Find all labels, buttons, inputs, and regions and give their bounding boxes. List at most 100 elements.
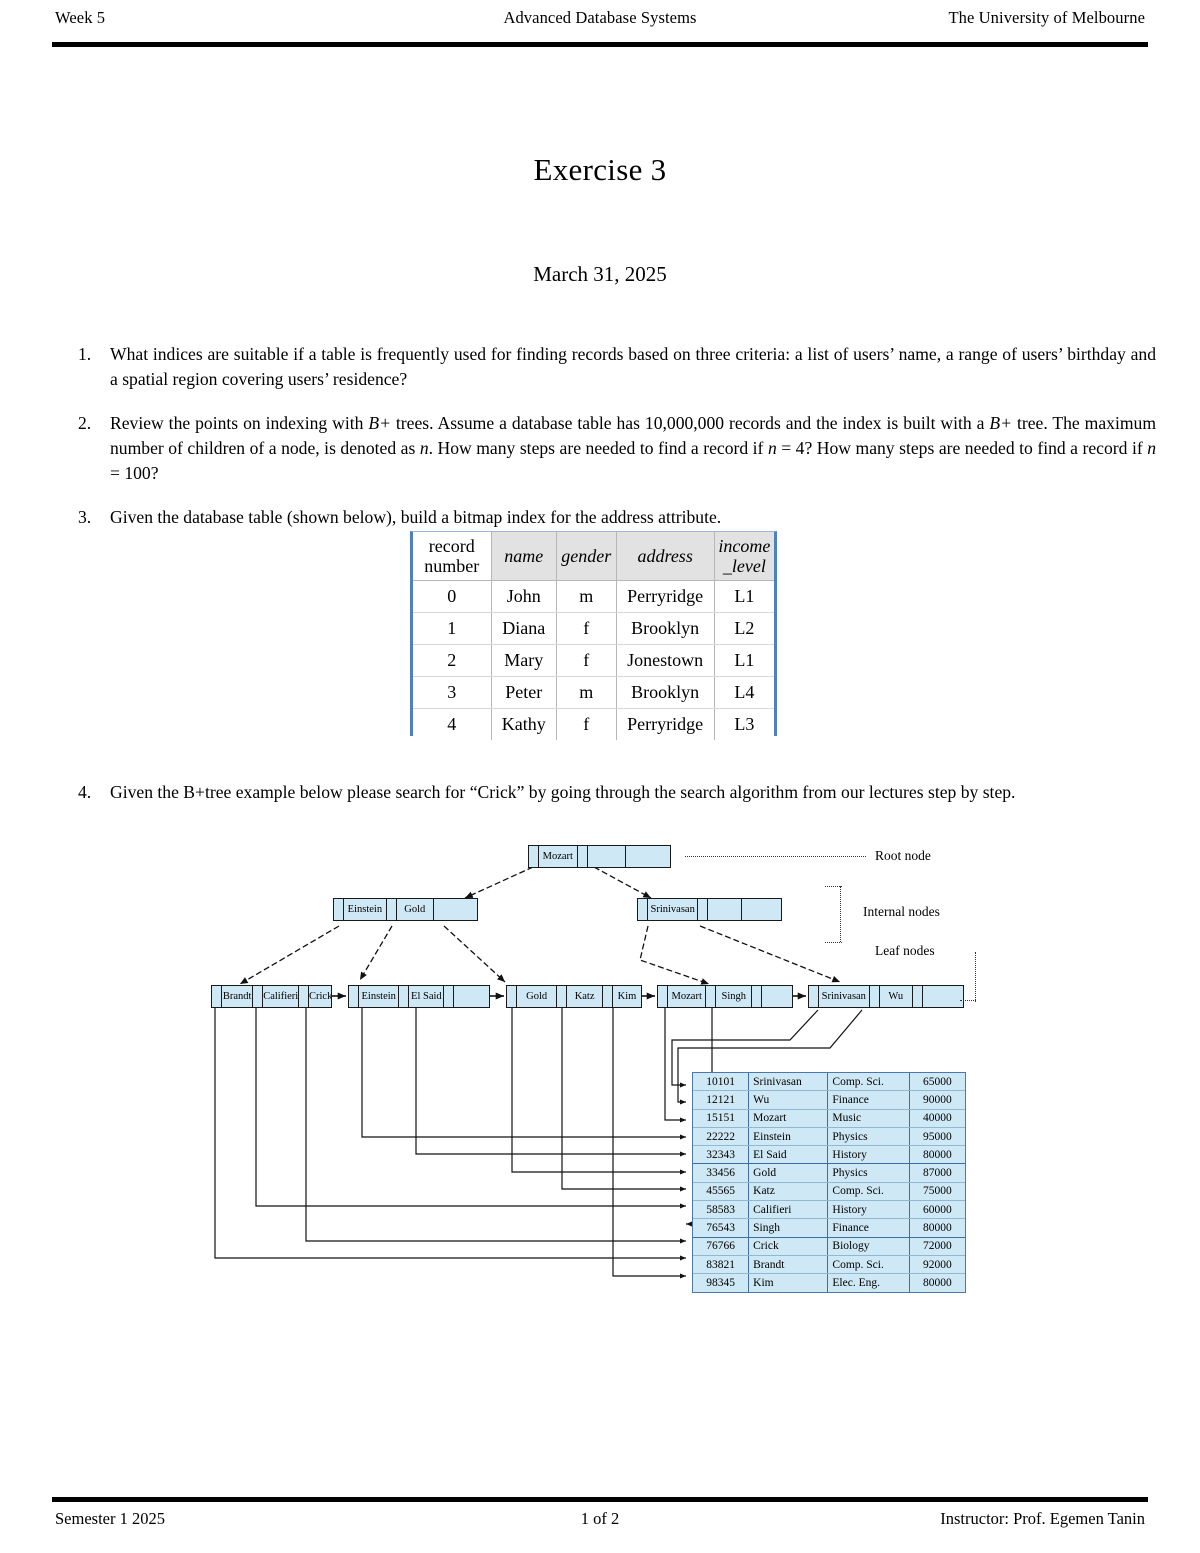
btree-leaf-node-4: Mozart Singh [657, 985, 793, 1008]
footer-rule [52, 1497, 1148, 1502]
record-name: Mozart [748, 1109, 829, 1128]
root-key-0: Mozart [539, 846, 578, 867]
table-header-row: record number name gender address income… [413, 532, 774, 581]
header-line: _level [722, 556, 766, 576]
btree-leaf-node-1: Brandt Califieri Crick [211, 985, 332, 1008]
node-pointer-cell [638, 899, 648, 920]
record-id: 45565 [693, 1182, 750, 1202]
page-header: Week 5 Advanced Database Systems The Uni… [55, 8, 1145, 38]
cell-address: Jonestown [616, 644, 715, 677]
node-pointer-cell [399, 986, 410, 1007]
record-dept: Physics [827, 1127, 910, 1147]
record-name: Wu [748, 1090, 829, 1110]
record-salary: 65000 [909, 1073, 965, 1092]
node-pointer-cell [706, 986, 717, 1007]
column-header-record-number: record number [413, 532, 492, 581]
record-id: 10101 [693, 1073, 750, 1092]
question-list-continued: 4. Given the B+tree example below please… [78, 780, 1156, 824]
footer-page-number: 1 of 2 [580, 1509, 620, 1528]
record-id: 22222 [693, 1127, 750, 1147]
record-row: 22222 Einstein Physics 95000 [693, 1127, 965, 1147]
cell-address: Perryridge [616, 708, 715, 740]
cell-name: John [491, 580, 557, 613]
header-university: The University of Melbourne [948, 8, 1145, 27]
record-dept: Biology [827, 1237, 910, 1256]
record-dept: Music [827, 1109, 910, 1128]
btree-leaf-node-5: Srinivasan Wu [808, 985, 964, 1008]
cell-record-number: 2 [413, 644, 492, 677]
page-footer: Semester 1 2025 1 of 2 Instructor: Prof.… [55, 1509, 1145, 1537]
math-symbol: B+ [989, 413, 1013, 433]
internal-right-key-1 [708, 899, 742, 920]
cell-gender: m [556, 580, 617, 613]
record-dept: History [827, 1200, 910, 1220]
record-salary: 72000 [909, 1237, 965, 1256]
record-id: 15151 [693, 1109, 750, 1128]
node-pointer-cell [658, 986, 668, 1007]
node-pointer-cell [334, 899, 344, 920]
leaf1-key-2: Crick [309, 986, 331, 1007]
table-row: 1 Diana f Brooklyn L2 [413, 612, 774, 645]
math-symbol: n [1147, 438, 1157, 458]
node-pointer-cell [557, 986, 568, 1007]
question-number: 3. [78, 507, 92, 527]
leaf5-key-2 [922, 986, 963, 1007]
math-symbol: B+ [368, 413, 391, 433]
question-text-part: = 4? How many steps are needed to find a… [776, 438, 1148, 458]
record-row: 12121 Wu Finance 90000 [693, 1090, 965, 1110]
record-salary: 95000 [909, 1127, 965, 1147]
record-dept: History [827, 1145, 910, 1165]
node-pointer-cell [698, 899, 709, 920]
question-text-part: Review the points on indexing with [110, 413, 369, 433]
record-row: 32343 El Said History 80000 [693, 1145, 965, 1165]
node-pointer-cell [809, 986, 819, 1007]
record-id: 58583 [693, 1200, 750, 1220]
cell-name: Diana [491, 612, 557, 645]
record-id: 33456 [693, 1163, 750, 1183]
record-salary: 80000 [909, 1145, 965, 1165]
record-salary: 40000 [909, 1109, 965, 1128]
node-pointer-cell [433, 899, 443, 920]
leaf2-key-1: El Said [409, 986, 445, 1007]
question-number: 2. [78, 413, 92, 433]
record-name: Kim [748, 1273, 829, 1292]
record-salary: 60000 [909, 1200, 965, 1220]
record-name: Gold [748, 1163, 829, 1183]
internal-left-key-1: Gold [396, 899, 434, 920]
question-item-3: 3. Given the database table (shown below… [78, 505, 1156, 530]
cell-record-number: 3 [413, 676, 492, 709]
node-pointer-cell [912, 986, 923, 1007]
cell-gender: m [556, 676, 617, 709]
leaf1-key-0: Brandt [222, 986, 254, 1007]
cell-record-number: 1 [413, 612, 492, 645]
node-pointer-cell [212, 986, 222, 1007]
table-row: 3 Peter m Brooklyn L4 [413, 676, 774, 709]
btree-leaf-node-2: Einstein El Said [348, 985, 490, 1008]
node-pointer-cell [253, 986, 264, 1007]
record-dept: Physics [827, 1163, 910, 1183]
record-row: 15151 Mozart Music 40000 [693, 1109, 965, 1128]
column-header-address: address [616, 532, 715, 581]
record-row: 98345 Kim Elec. Eng. 80000 [693, 1273, 965, 1292]
record-row: 83821 Brandt Comp. Sci. 92000 [693, 1255, 965, 1275]
label-root-node: Root node [875, 848, 931, 863]
record-row: 45565 Katz Comp. Sci. 75000 [693, 1182, 965, 1202]
node-pointer-cell [507, 986, 517, 1007]
cell-gender: f [556, 612, 617, 645]
cell-name: Mary [491, 644, 557, 677]
record-dept: Comp. Sci. [827, 1073, 910, 1092]
leaf3-key-1: Katz [567, 986, 603, 1007]
cell-income-level: L1 [714, 644, 774, 677]
btree-figure: Mozart Einstein Gold Srinivasan [185, 832, 1015, 1302]
column-header-gender: gender [556, 532, 617, 581]
record-salary: 92000 [909, 1255, 965, 1275]
leaf4-key-0: Mozart [668, 986, 707, 1007]
table-row: 4 Kathy f Perryridge L3 [413, 708, 774, 740]
record-name: Singh [748, 1218, 829, 1238]
internal-left-key-0: Einstein [344, 899, 387, 920]
math-symbol: n [767, 438, 777, 458]
record-dept: Finance [827, 1090, 910, 1110]
node-pointer-cell [299, 986, 310, 1007]
record-row: 76766 Crick Biology 72000 [693, 1237, 965, 1256]
question-number: 4. [78, 782, 92, 802]
